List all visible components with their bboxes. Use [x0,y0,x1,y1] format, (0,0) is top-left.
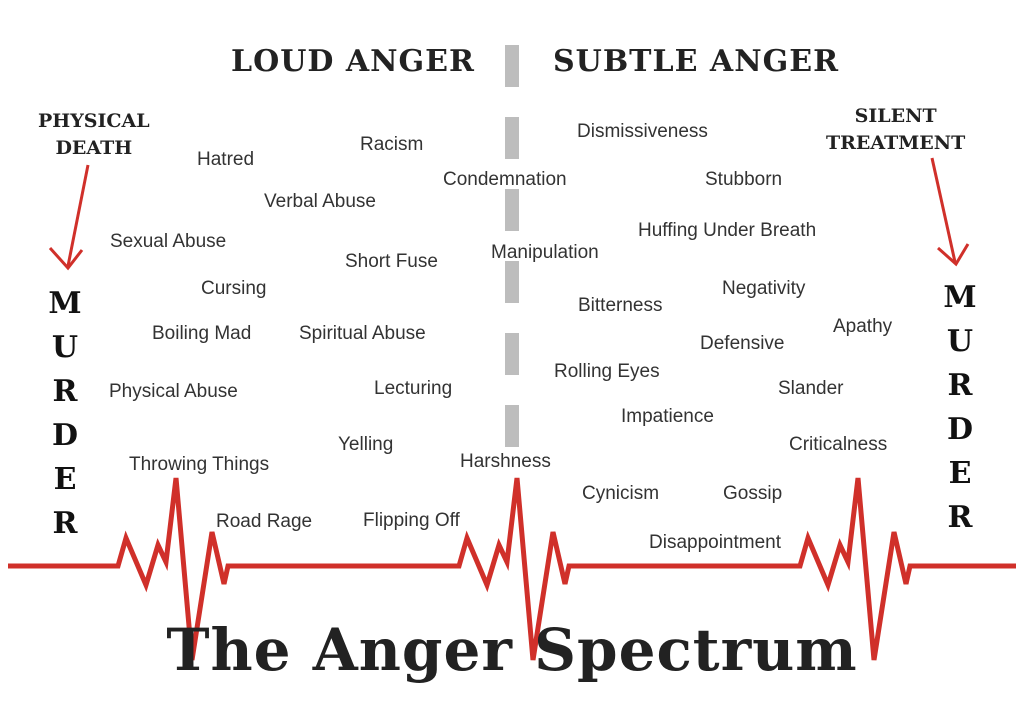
anger-word: Defensive [700,333,785,354]
label-silent-treatment: SILENT TREATMENT [826,103,965,157]
anger-word: Cursing [201,278,267,299]
anger-word: Boiling Mad [152,323,252,344]
anger-word: Throwing Things [129,454,270,475]
right-arrow [930,157,970,267]
anger-word: Harshness [460,451,551,472]
anger-word: Dismissiveness [577,121,708,142]
label-line: DEATH [55,137,133,159]
label-line: SILENT [854,105,937,127]
anger-word: Disappointment [649,532,782,553]
anger-word: Huffing Under Breath [638,220,817,241]
anger-word: Cynicism [582,483,660,504]
anger-word: Stubborn [705,169,783,190]
anger-word: Road Rage [216,511,313,532]
anger-word: Flipping Off [363,510,460,531]
letter: M [48,286,82,321]
heartbeat-line [8,477,1016,661]
label-line: PHYSICAL [38,110,150,132]
anger-word: Sexual Abuse [110,231,227,252]
header-loud-anger: LOUD ANGER [231,44,475,79]
anger-word: Physical Abuse [109,381,238,402]
letter: U [946,324,974,359]
anger-word: Slander [778,378,844,399]
header-subtle-anger: SUBTLE ANGER [553,44,840,79]
anger-word: Impatience [621,406,714,427]
anger-word: Racism [360,134,424,155]
letter: D [946,412,973,447]
anger-word: Spiritual Abuse [299,323,426,344]
anger-word: Condemnation [443,169,567,190]
letter: R [52,506,78,541]
title: The Anger Spectrum [166,616,858,684]
anger-word: Criticalness [789,434,888,455]
letter: E [948,456,972,491]
anger-word: Gossip [723,483,783,504]
label-line: TREATMENT [826,132,966,154]
letter: U [51,330,79,365]
anger-word: Short Fuse [345,251,438,272]
anger-word: Bitterness [578,295,663,316]
letter: M [943,280,977,315]
anger-word: Hatred [197,149,255,170]
label-physical-death: PHYSICAL DEATH [38,108,150,162]
letter: E [53,462,77,497]
letter: R [52,374,78,409]
anger-word: Yelling [338,434,394,455]
left-arrow [48,164,90,271]
letter: D [51,418,78,453]
anger-word: Rolling Eyes [554,361,660,382]
anger-word: Verbal Abuse [264,191,376,212]
anger-word: Apathy [833,316,893,337]
anger-word: Manipulation [491,242,599,263]
letter: R [947,368,973,403]
anger-word: Lecturing [374,378,453,399]
anger-word: Negativity [722,278,806,299]
letter: R [947,500,973,535]
